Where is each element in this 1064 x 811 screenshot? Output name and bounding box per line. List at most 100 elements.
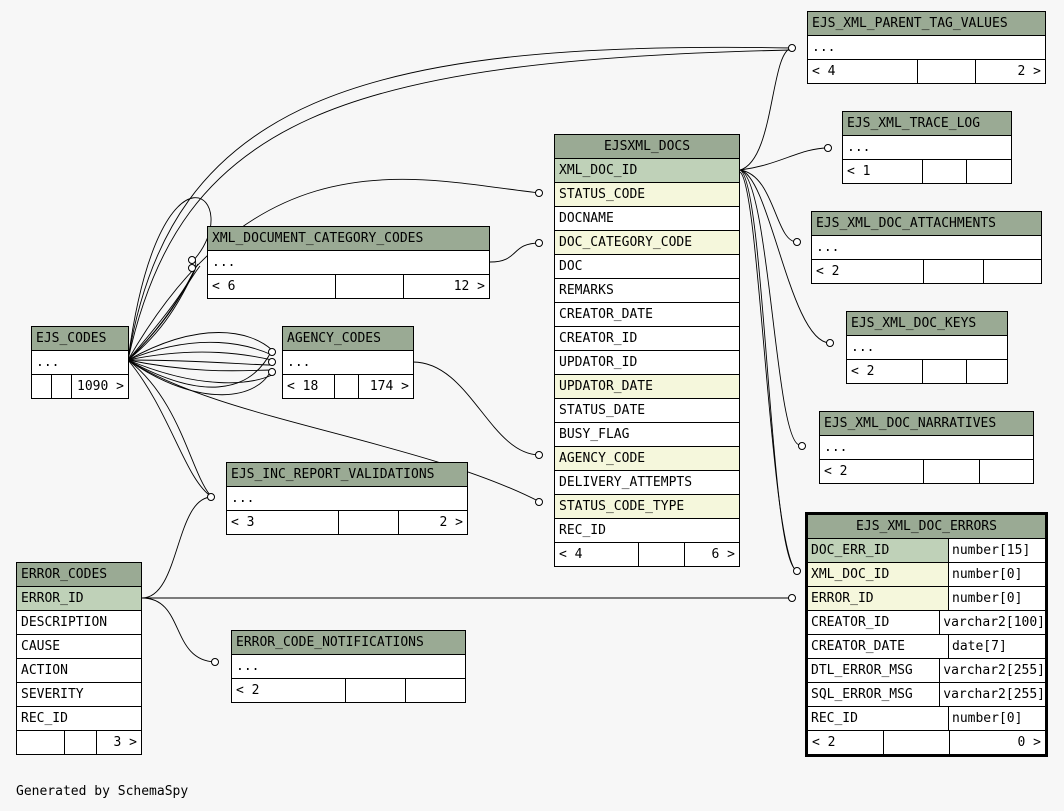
column-row[interactable]: ACTION (17, 659, 141, 683)
column-row[interactable]: UPDATOR_DATE (555, 375, 739, 399)
table-title: XML_DOCUMENT_CATEGORY_CODES (208, 227, 489, 251)
column-name: XML_DOC_ID (808, 563, 949, 586)
column-row[interactable]: XML_DOC_ID (555, 159, 739, 183)
table-title: AGENCY_CODES (283, 327, 413, 351)
table-title: EJS_XML_TRACE_LOG (843, 112, 1011, 136)
column-row[interactable]: DOCNAME (555, 207, 739, 231)
column-row[interactable]: CREATOR_DATE (555, 303, 739, 327)
column-name: DOC_ERR_ID (808, 539, 949, 562)
collapsed-columns: ... (847, 336, 1007, 360)
column-type: number[0] (949, 587, 1045, 610)
children-count (967, 360, 1007, 383)
table-footer: < 2 (812, 260, 1041, 283)
rows-count (335, 375, 359, 398)
table-footer: 1090 > (32, 375, 128, 398)
children-count: 6 > (711, 547, 735, 562)
table-ejs-xml-doc-narratives[interactable]: EJS_XML_DOC_NARRATIVES ... < 2 (819, 411, 1034, 484)
parents-count: < 2 (812, 260, 924, 283)
column-type: varchar2[255] (940, 683, 1045, 706)
table-title: EJS_CODES (32, 327, 128, 351)
rows-count (918, 60, 976, 83)
parents-count: < 4 (808, 60, 918, 83)
column-row[interactable]: SEVERITY (17, 683, 141, 707)
table-title: ERROR_CODES (17, 563, 141, 587)
column-row[interactable]: STATUS_DATE (555, 399, 739, 423)
children-count: 0 > (1017, 735, 1041, 750)
children-count (984, 260, 1041, 283)
collapsed-columns: ... (32, 351, 128, 375)
table-ejs-xml-doc-keys[interactable]: EJS_XML_DOC_KEYS ... < 2 (846, 311, 1008, 384)
rows-count (924, 460, 980, 483)
column-row[interactable]: UPDATOR_ID (555, 351, 739, 375)
column-row[interactable]: REMARKS (555, 279, 739, 303)
table-footer: < 18 174 > (283, 375, 413, 398)
table-error-code-notifications[interactable]: ERROR_CODE_NOTIFICATIONS ... < 2 (231, 630, 466, 703)
column-row[interactable]: CAUSE (17, 635, 141, 659)
collapsed-columns: ... (820, 436, 1033, 460)
column-row[interactable]: STATUS_CODE_TYPE (555, 495, 739, 519)
parents-count: < 6 (208, 275, 336, 298)
table-ejs-inc-report-validations[interactable]: EJS_INC_REPORT_VALIDATIONS ... < 3 2 > (226, 462, 468, 535)
table-footer: < 2 (232, 679, 465, 702)
column-row[interactable]: DOC (555, 255, 739, 279)
table-ejs-xml-parent-tag-values[interactable]: EJS_XML_PARENT_TAG_VALUES ... < 4 2 > (807, 11, 1046, 84)
parents-count: < 2 (232, 679, 346, 702)
rows-count (923, 360, 967, 383)
column-row[interactable]: DOC_CATEGORY_CODE (555, 231, 739, 255)
parents-count (32, 375, 52, 398)
rows-count (52, 375, 72, 398)
table-agency-codes[interactable]: AGENCY_CODES ... < 18 174 > (282, 326, 414, 399)
table-title: EJS_XML_PARENT_TAG_VALUES (808, 12, 1045, 36)
column-row[interactable]: STATUS_CODE (555, 183, 739, 207)
children-count: 12 > (453, 279, 485, 294)
table-footer: < 6 12 > (208, 275, 489, 298)
collapsed-columns: ... (232, 655, 465, 679)
column-name: ERROR_ID (808, 587, 949, 610)
table-title: EJSXML_DOCS (555, 135, 739, 159)
column-row[interactable]: DELIVERY_ATTEMPTS (555, 471, 739, 495)
table-title: EJS_XML_DOC_KEYS (847, 312, 1007, 336)
column-row[interactable]: REC_ID (555, 519, 739, 543)
column-type: number[15] (949, 539, 1045, 562)
table-ejs-codes[interactable]: EJS_CODES ... 1090 > (31, 326, 129, 399)
table-ejs-xml-doc-attachments[interactable]: EJS_XML_DOC_ATTACHMENTS ... < 2 (811, 211, 1042, 284)
column-row[interactable]: ERROR_ID (17, 587, 141, 611)
children-count: 2 > (439, 515, 463, 530)
collapsed-columns: ... (843, 136, 1011, 160)
table-ejs-xml-trace-log[interactable]: EJS_XML_TRACE_LOG ... < 1 (842, 111, 1012, 184)
table-footer: < 2 (847, 360, 1007, 383)
children-count (406, 679, 465, 702)
table-title: EJS_XML_DOC_ERRORS (808, 515, 1045, 539)
column-row[interactable]: REC_ID (17, 707, 141, 731)
table-xml-document-category-codes[interactable]: XML_DOCUMENT_CATEGORY_CODES ... < 6 12 > (207, 226, 490, 299)
column-name: CREATOR_ID (808, 611, 941, 634)
children-count: 3 > (113, 735, 137, 750)
table-title: EJS_INC_REPORT_VALIDATIONS (227, 463, 467, 487)
rows-count (923, 160, 967, 183)
column-name: DTL_ERROR_MSG (808, 659, 941, 682)
table-title: EJS_XML_DOC_NARRATIVES (820, 412, 1033, 436)
children-count: 2 > (1017, 64, 1041, 79)
rows-count (639, 543, 685, 566)
column-row[interactable]: CREATOR_ID (555, 327, 739, 351)
column-row[interactable]: BUSY_FLAG (555, 423, 739, 447)
column-row[interactable]: AGENCY_CODE (555, 447, 739, 471)
column-name: CREATOR_DATE (808, 635, 949, 658)
parents-count: < 18 (283, 375, 335, 398)
column-row[interactable]: DESCRIPTION (17, 611, 141, 635)
column-type: varchar2[255] (940, 659, 1045, 682)
children-count: 1090 > (77, 379, 124, 394)
